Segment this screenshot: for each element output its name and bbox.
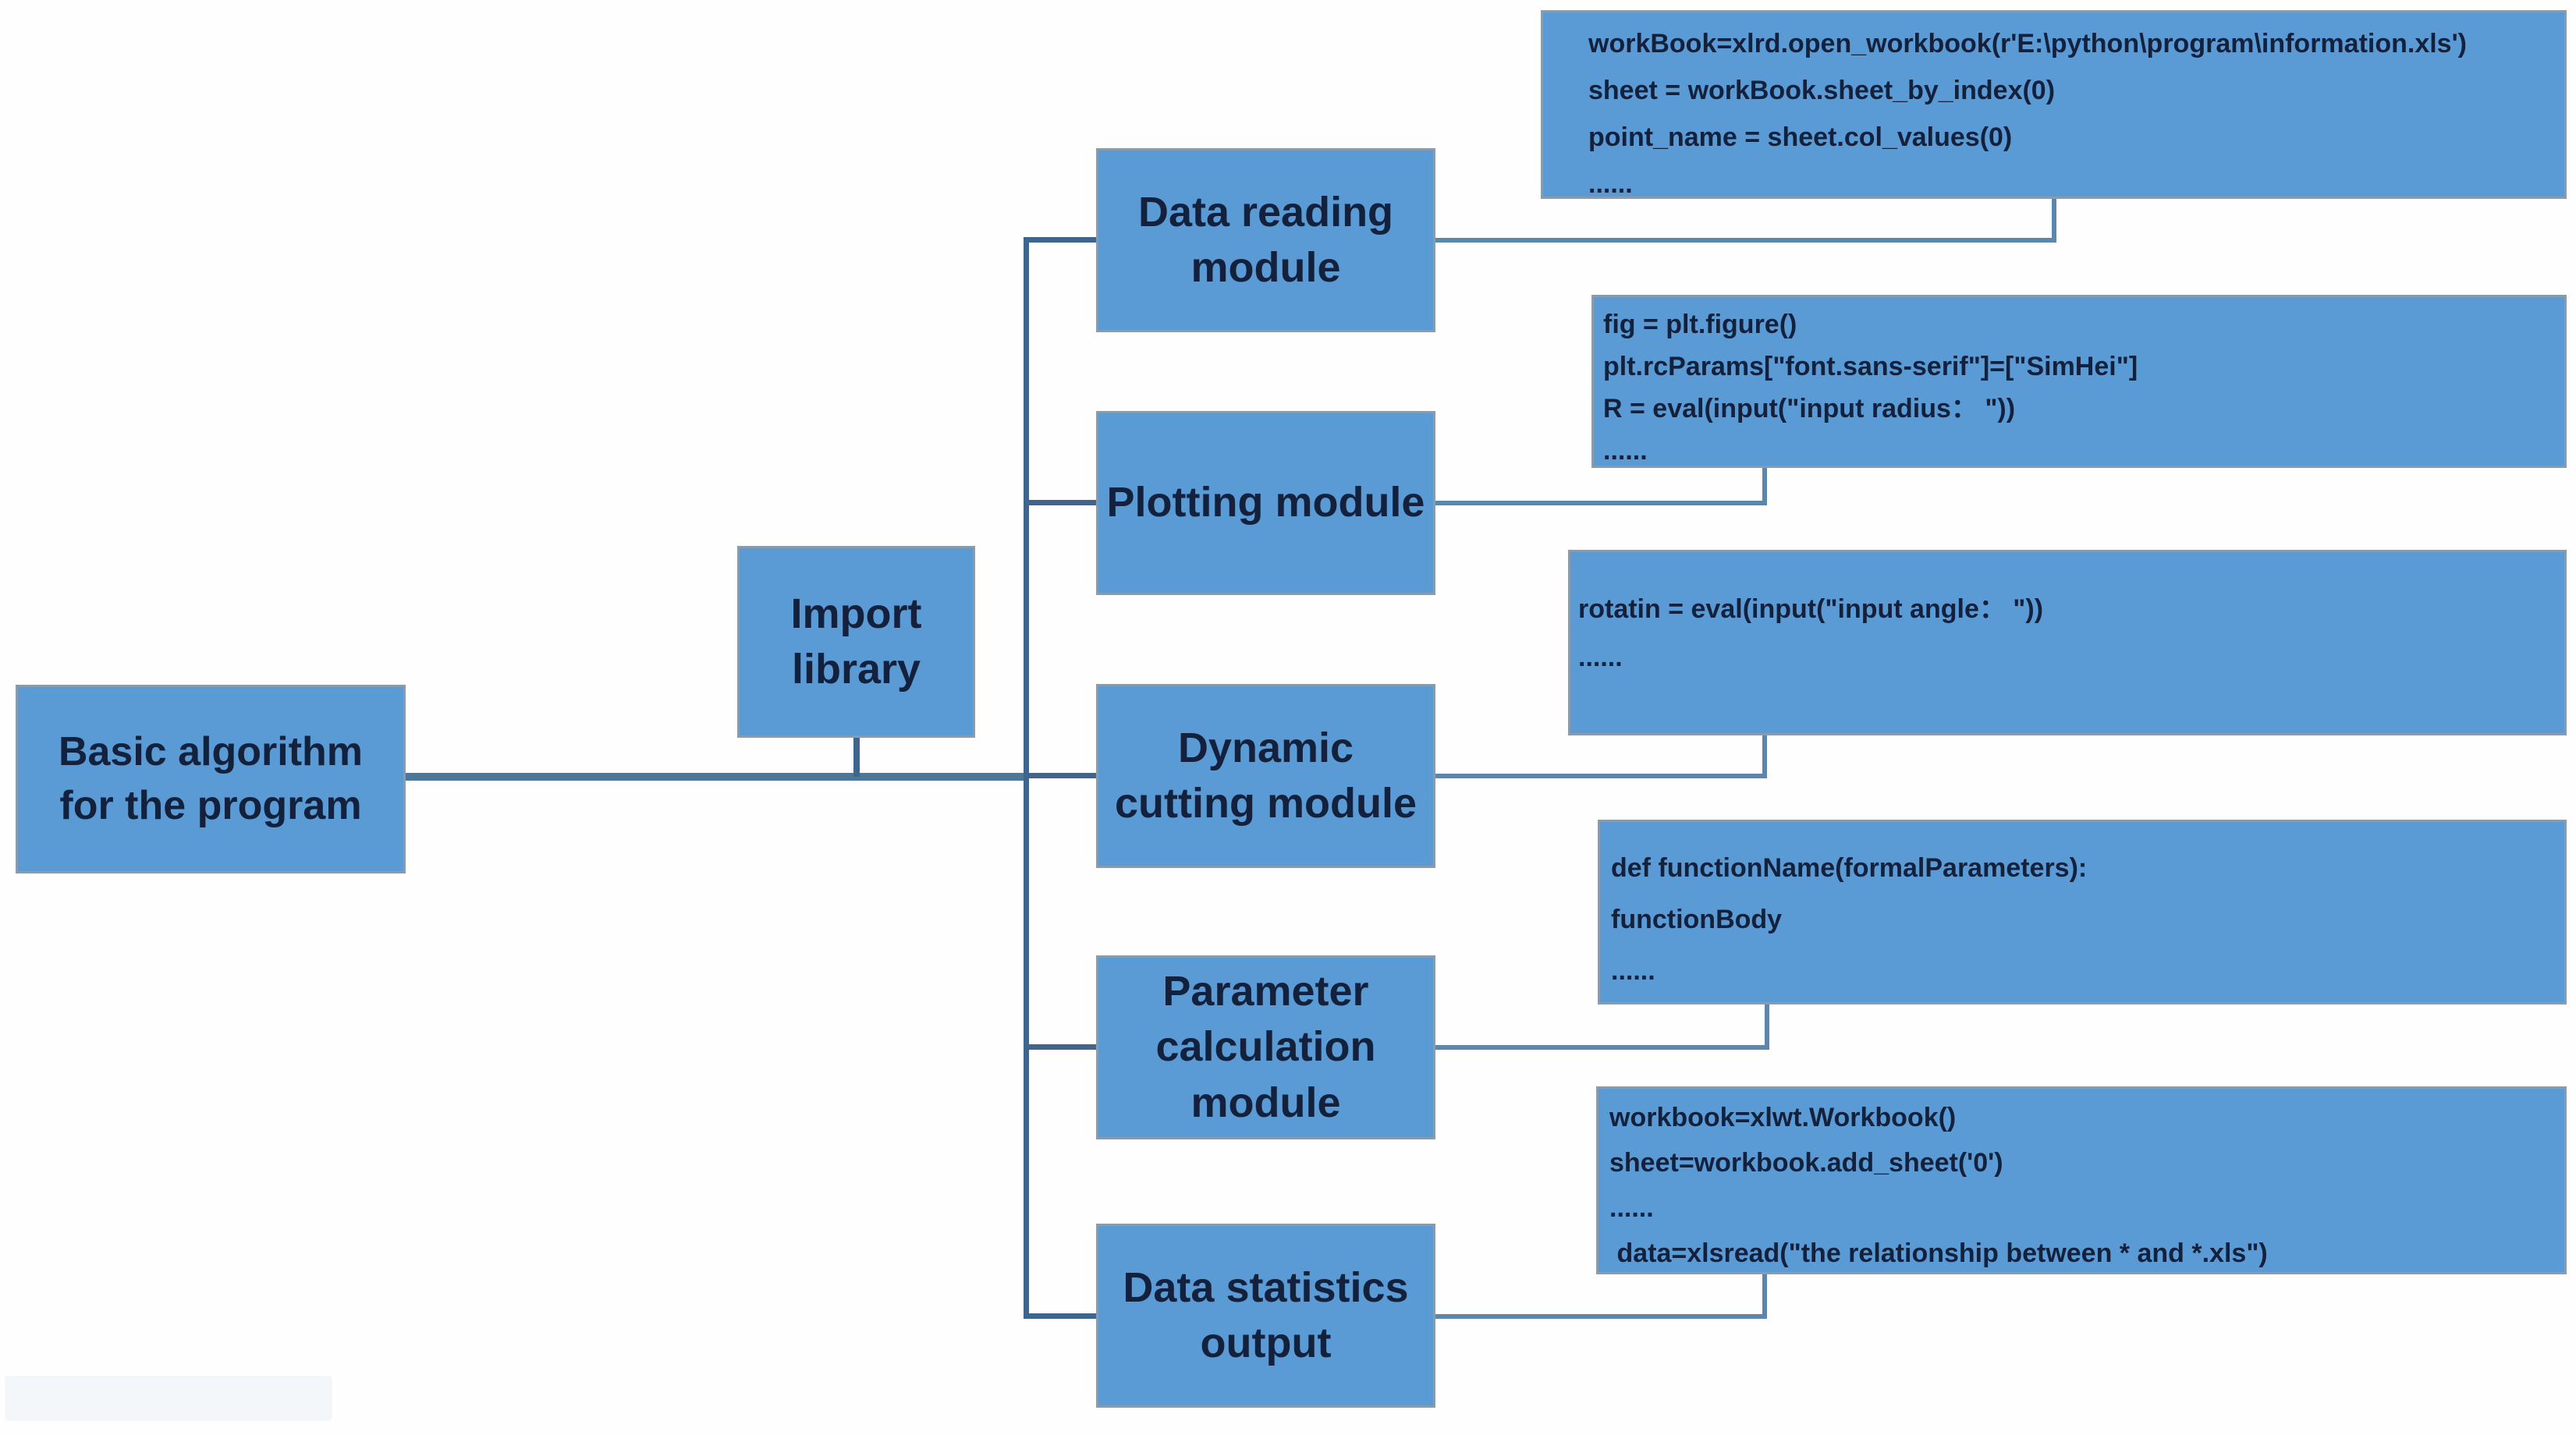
code-line: R = eval(input("input radius： ")) xyxy=(1603,394,2016,423)
connector-branch-dynamic-cutting xyxy=(1024,773,1096,778)
connector-branch-parameter-calculation xyxy=(1024,1044,1096,1050)
root-box-label: Basic algorithm for the program xyxy=(58,729,364,828)
module-label: Dynamic cutting module xyxy=(1115,724,1417,827)
code-line: ...... xyxy=(1578,643,1623,672)
import-library-label: Import library xyxy=(790,590,922,693)
code-line: ...... xyxy=(1603,436,1648,466)
code-line: sheet=workbook.add_sheet('0') xyxy=(1609,1148,2003,1178)
code-line: sheet = workBook.sheet_by_index(0) xyxy=(1588,76,2056,105)
connector-parameter-calculation-to-code xyxy=(1435,1045,1769,1050)
watermark xyxy=(5,1376,332,1421)
module-box-dynamic-cutting: Dynamic cutting module xyxy=(1096,684,1435,868)
code-line: plt.rcParams["font.sans-serif"]=["SimHei… xyxy=(1603,352,2138,381)
connector-plotting-to-code xyxy=(1435,501,1767,505)
connector-import-stub xyxy=(853,738,860,777)
connector-code3-drop xyxy=(1762,735,1767,778)
code-line: workbook=xlwt.Workbook() xyxy=(1609,1103,1957,1132)
import-library-box: Import library xyxy=(737,546,975,738)
connector-data-reading-to-code xyxy=(1435,238,2056,243)
connector-code4-drop xyxy=(1765,1004,1769,1050)
module-label: Data statistics output xyxy=(1123,1263,1409,1366)
module-label: Parameter calculation module xyxy=(1155,968,1376,1126)
module-box-data-reading: Data reading module xyxy=(1096,148,1435,332)
code-line: point_name = sheet.col_values(0) xyxy=(1588,122,2013,152)
code-line: functionBody xyxy=(1611,905,1783,934)
connector-data-statistics-to-code xyxy=(1435,1314,1767,1319)
code-line: rotatin = eval(input("input angle： ")) xyxy=(1578,594,2044,624)
code-line: fig = plt.figure() xyxy=(1603,310,1797,339)
code-line: data=xlsread("the relationship between *… xyxy=(1609,1238,2268,1268)
root-box: Basic algorithm for the program xyxy=(16,685,406,873)
connector-code2-drop xyxy=(1762,468,1767,505)
code-box-dynamic-cutting: rotatin = eval(input("input angle： ")) .… xyxy=(1568,550,2567,735)
module-box-parameter-calculation: Parameter calculation module xyxy=(1096,955,1435,1139)
code-line: def functionName(formalParameters): xyxy=(1611,853,2088,883)
module-box-plotting: Plotting module xyxy=(1096,411,1435,595)
module-box-data-statistics: Data statistics output xyxy=(1096,1224,1435,1408)
connector-code5-drop xyxy=(1762,1274,1767,1319)
code-line: ...... xyxy=(1588,169,1633,199)
code-line: ...... xyxy=(1609,1193,1654,1223)
module-label: Data reading module xyxy=(1137,188,1394,291)
code-line: ...... xyxy=(1611,956,1655,986)
connector-dynamic-cutting-to-code xyxy=(1435,774,1767,778)
code-line: workBook=xlrd.open_workbook(r'E:\python\… xyxy=(1588,29,2468,58)
code-box-parameter-calculation: def functionName(formalParameters): func… xyxy=(1598,820,2567,1004)
code-box-plotting: fig = plt.figure() plt.rcParams["font.sa… xyxy=(1591,295,2567,468)
connector-branch-data-reading xyxy=(1024,237,1096,243)
code-box-data-statistics: workbook=xlwt.Workbook() sheet=workbook.… xyxy=(1596,1086,2567,1274)
connector-code1-drop xyxy=(2052,199,2056,243)
connector-root-to-trunk xyxy=(406,773,1029,781)
connector-branch-plotting xyxy=(1024,500,1096,505)
module-label: Plotting module xyxy=(1106,479,1425,526)
connector-branch-data-statistics xyxy=(1024,1313,1096,1319)
code-box-data-reading: workBook=xlrd.open_workbook(r'E:\python\… xyxy=(1541,10,2567,199)
